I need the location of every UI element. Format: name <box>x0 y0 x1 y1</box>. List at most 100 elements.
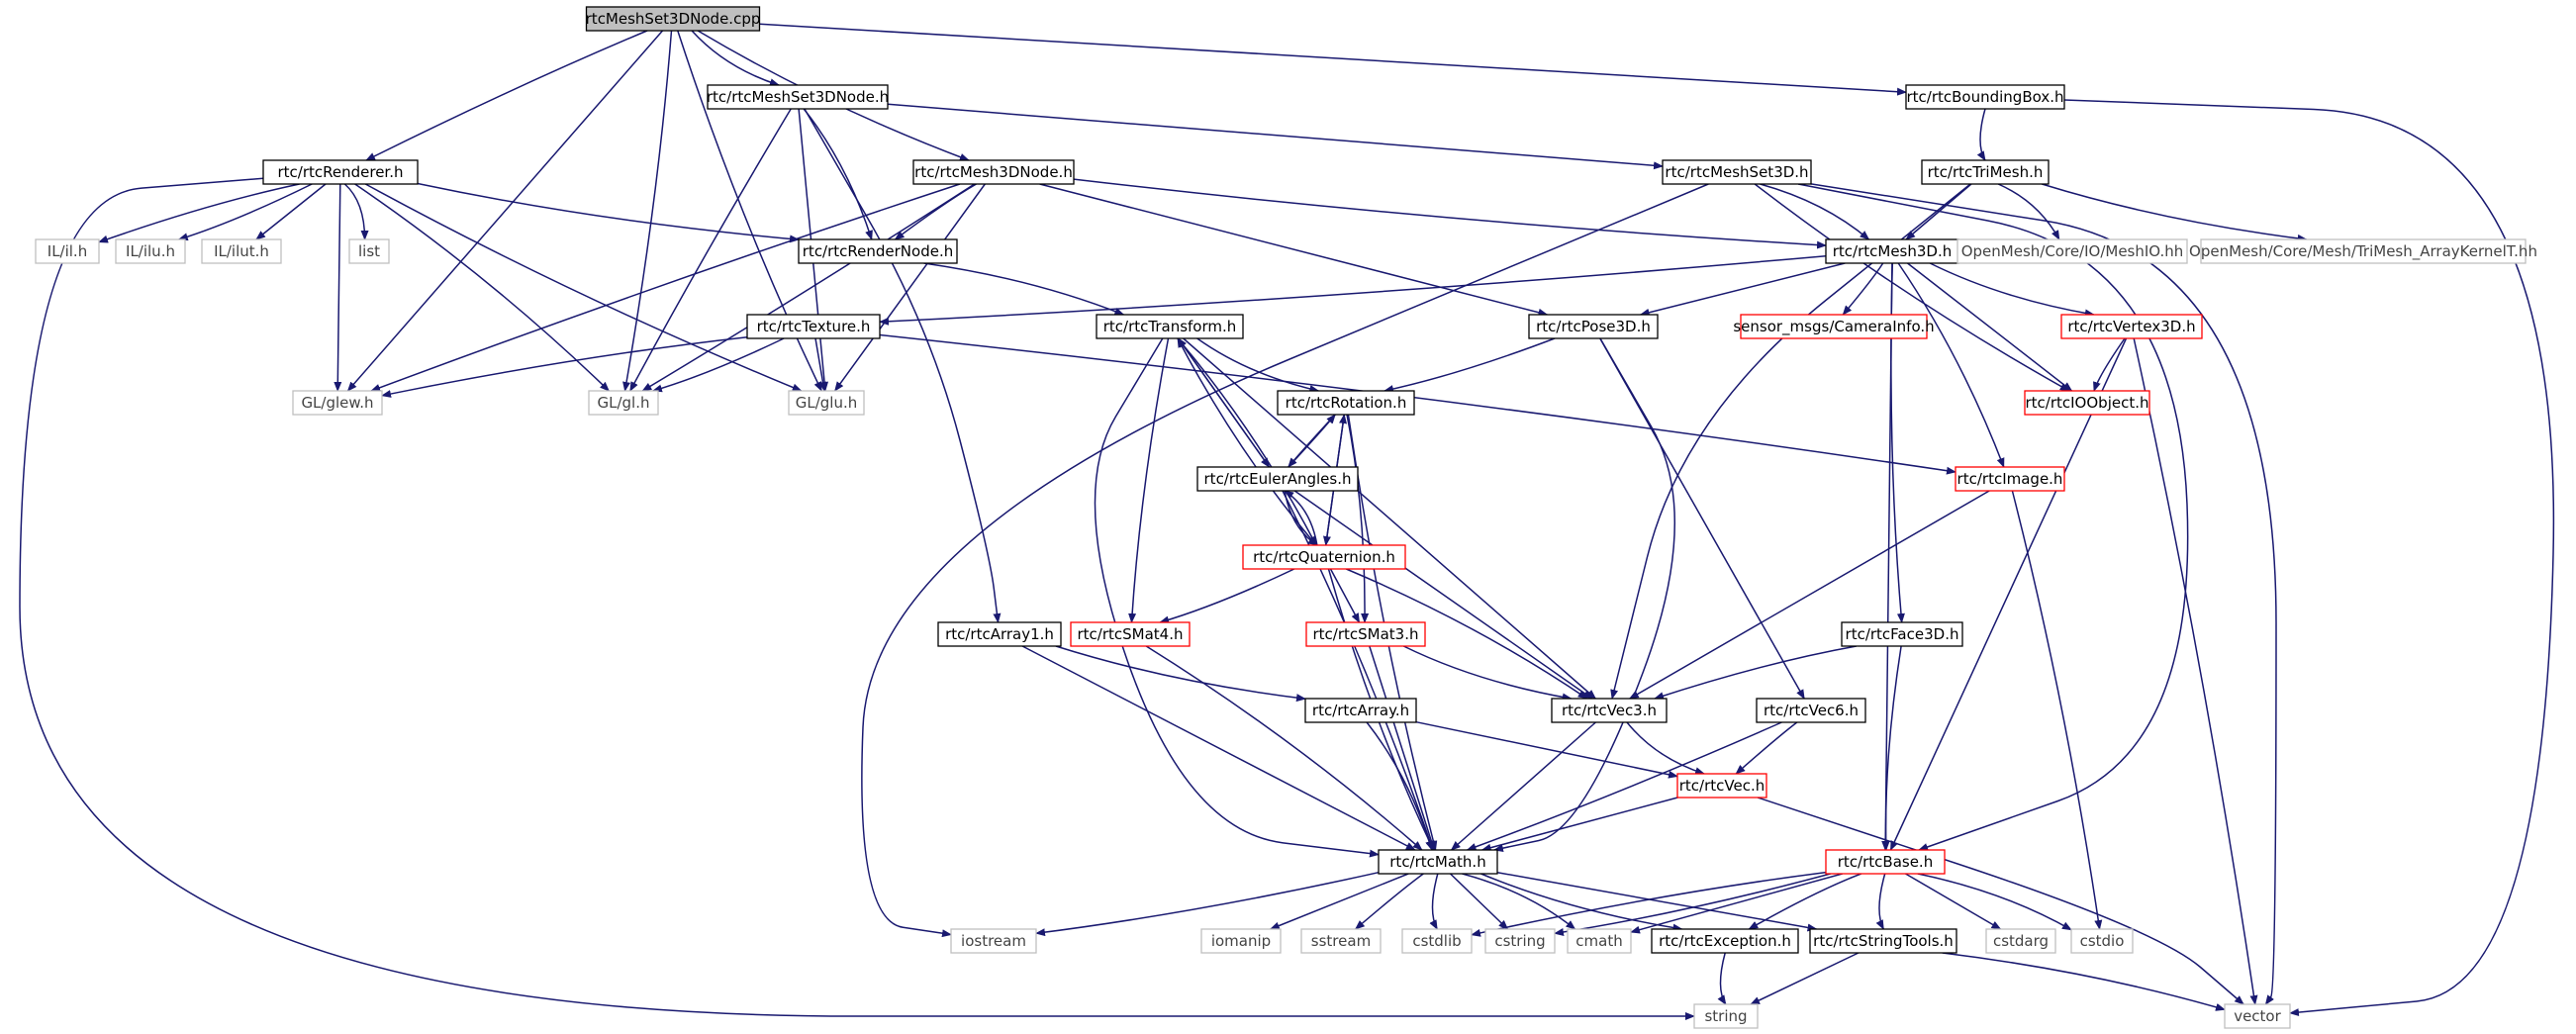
node-TriMesh_h[interactable]: rtc/rtcTriMesh.h <box>1921 159 2050 185</box>
node-box <box>937 621 1062 647</box>
node-box <box>912 159 1075 185</box>
node-Image_h[interactable]: rtc/rtcImage.h <box>1955 466 2065 492</box>
node-string: string <box>1693 1003 1759 1029</box>
node-box <box>201 238 282 264</box>
node-MeshSet3D_h[interactable]: rtc/rtcMeshSet3D.h <box>1662 159 1812 185</box>
edge-Mesh3DNode_h-to-glew <box>370 183 961 392</box>
node-Pose3D_h[interactable]: rtc/rtcPose3D.h <box>1528 314 1659 339</box>
edge-Vec3_h-to-Math_h <box>1450 721 1596 851</box>
edge-Mesh3DNode_h-to-Pose3D_h <box>1039 183 1549 317</box>
node-label: rtc/rtcMath.h <box>1389 853 1485 871</box>
node-Vec3_h[interactable]: rtc/rtcVec3.h <box>1551 698 1668 723</box>
node-Vec6_h[interactable]: rtc/rtcVec6.h <box>1756 698 1866 723</box>
edge-Math_h-to-cmath <box>1462 873 1576 930</box>
node-Exception_h[interactable]: rtc/rtcException.h <box>1651 928 1799 954</box>
node-label: rtc/rtcFace3D.h <box>1846 625 1959 643</box>
edge-Transform_h-to-Math_h <box>1094 337 1380 858</box>
node-box <box>1567 928 1632 954</box>
node-box <box>746 314 881 339</box>
node-Rotation_h[interactable]: rtc/rtcRotation.h <box>1277 390 1415 416</box>
node-label: GL/gl.h <box>598 394 650 412</box>
edge-EulerAngles_h-to-Math_h <box>1282 490 1434 851</box>
node-IOObject_h[interactable]: rtc/rtcIOObject.h <box>2024 390 2150 416</box>
node-box <box>292 390 383 416</box>
node-CameraInfo[interactable]: sensor_msgs/CameraInfo.h <box>1733 314 1935 339</box>
edge-BoundingBox_h-to-TriMesh_h <box>1976 108 1986 161</box>
edge-root-to-MeshSet3DNode_h <box>691 30 780 87</box>
node-box <box>2200 238 2527 264</box>
node-Texture_h[interactable]: rtc/rtcTexture.h <box>746 314 881 339</box>
node-box <box>1200 928 1282 954</box>
node-label: IL/ilut.h <box>214 242 269 260</box>
node-label: iomanip <box>1211 932 1271 950</box>
node-Renderer_h[interactable]: rtc/rtcRenderer.h <box>262 159 419 185</box>
node-box <box>35 238 100 264</box>
node-Array1_h[interactable]: rtc/rtcArray1.h <box>937 621 1062 647</box>
edge-root-to-BoundingBox_h <box>759 23 1907 96</box>
edge-Renderer_h-to-IL_ilu <box>177 183 313 241</box>
edge-Rotation_h-to-SMat3_h <box>1346 414 1370 623</box>
node-label: cstdarg <box>1993 932 2049 950</box>
edge-Vertex3D_h-to-IOObject_h <box>2093 337 2126 392</box>
edge-EulerAngles_h-to-Transform_h <box>1177 337 1271 468</box>
edge-Renderer_h-to-glew <box>334 183 342 392</box>
edge-Mesh3D_h-to-CameraInfo <box>1842 262 1884 316</box>
node-box <box>1484 928 1556 954</box>
edge-StringTools_h-to-string <box>1750 952 1860 1005</box>
node-EulerAngles_h[interactable]: rtc/rtcEulerAngles.h <box>1196 466 1359 492</box>
node-box <box>1955 466 2065 492</box>
node-Mesh3D_h[interactable]: rtc/rtcMesh3D.h <box>1825 238 1959 264</box>
node-label: list <box>358 242 380 260</box>
node-box <box>1378 849 1498 875</box>
edge-Quaternion_h-to-EulerAngles_h <box>1284 490 1318 546</box>
node-label: rtcMeshSet3DNode.cpp <box>586 10 761 28</box>
node-RenderNode_h[interactable]: rtc/rtcRenderNode.h <box>798 238 958 264</box>
node-Vec_h[interactable]: rtc/rtcVec.h <box>1676 773 1767 799</box>
edge-Base_h-to-StringTools_h <box>1875 873 1886 930</box>
node-Transform_h[interactable]: rtc/rtcTransform.h <box>1096 314 1244 339</box>
edge-root-to-glew <box>346 30 664 392</box>
node-box <box>2070 928 2134 954</box>
edge-Pose3D_h-to-Rotation_h <box>1383 337 1556 393</box>
node-root[interactable]: rtcMeshSet3DNode.cpp <box>586 6 761 32</box>
node-label: rtc/rtcVec.h <box>1679 777 1765 795</box>
node-MeshSet3DNode_h[interactable]: rtc/rtcMeshSet3DNode.h <box>707 84 889 110</box>
node-label: rtc/rtcStringTools.h <box>1813 932 1954 950</box>
node-Math_h[interactable]: rtc/rtcMath.h <box>1378 849 1498 875</box>
node-Mesh3DNode_h[interactable]: rtc/rtcMesh3DNode.h <box>912 159 1075 185</box>
edge-Quaternion_h-to-SMat4_h <box>1159 568 1295 624</box>
edge-Texture_h-to-glu <box>814 337 827 392</box>
node-box <box>1809 928 1957 954</box>
node-label: OpenMesh/Core/IO/MeshIO.hh <box>1961 242 2184 260</box>
node-label: rtc/rtcRenderNode.h <box>803 242 953 260</box>
edge-Vec_h-to-Math_h <box>1480 797 1678 852</box>
node-Array_h[interactable]: rtc/rtcArray.h <box>1304 698 1417 723</box>
edge-Transform_h-to-Rotation_h <box>1196 337 1320 393</box>
node-Quaternion_h[interactable]: rtc/rtcQuaternion.h <box>1242 544 1406 570</box>
node-label: rtc/rtcTexture.h <box>757 318 871 335</box>
edge-MeshSet3DNode_h-to-RenderNode_h <box>803 108 873 240</box>
edge-SMat3_h-to-Math_h <box>1369 645 1436 851</box>
node-Base_h[interactable]: rtc/rtcBase.h <box>1825 849 1946 875</box>
node-label: IL/il.h <box>48 242 87 260</box>
edge-Face3D_h-to-Vec3_h <box>1654 645 1858 701</box>
node-vector: vector <box>2224 1003 2291 1029</box>
node-StringTools_h[interactable]: rtc/rtcStringTools.h <box>1809 928 1957 954</box>
node-BoundingBox_h[interactable]: rtc/rtcBoundingBox.h <box>1905 84 2065 110</box>
edge-MeshSet3DNode_h-to-Array1_h <box>804 108 1002 623</box>
node-SMat3_h[interactable]: rtc/rtcSMat3.h <box>1305 621 1426 647</box>
node-cstdlib: cstdlib <box>1401 928 1473 954</box>
node-box <box>2060 314 2203 339</box>
edge-Array1_h-to-Array_h <box>1055 645 1306 703</box>
edge-Math_h-to-iostream <box>1035 871 1380 937</box>
node-label: GL/glu.h <box>796 394 858 412</box>
node-Face3D_h[interactable]: rtc/rtcFace3D.h <box>1841 621 1963 647</box>
edge-MeshSet3D_h-to-IOObject_h <box>1754 183 2070 392</box>
edge-SMat3_h-to-Vec3_h <box>1402 645 1573 702</box>
node-SMat4_h[interactable]: rtc/rtcSMat4.h <box>1070 621 1191 647</box>
edge-TriMesh_h-to-Mesh3D_h <box>1905 183 1972 240</box>
node-label: rtc/rtcException.h <box>1659 932 1791 950</box>
node-box <box>1956 238 2188 264</box>
node-Vertex3D_h[interactable]: rtc/rtcVertex3D.h <box>2060 314 2203 339</box>
node-label: rtc/rtcEulerAngles.h <box>1204 470 1352 488</box>
